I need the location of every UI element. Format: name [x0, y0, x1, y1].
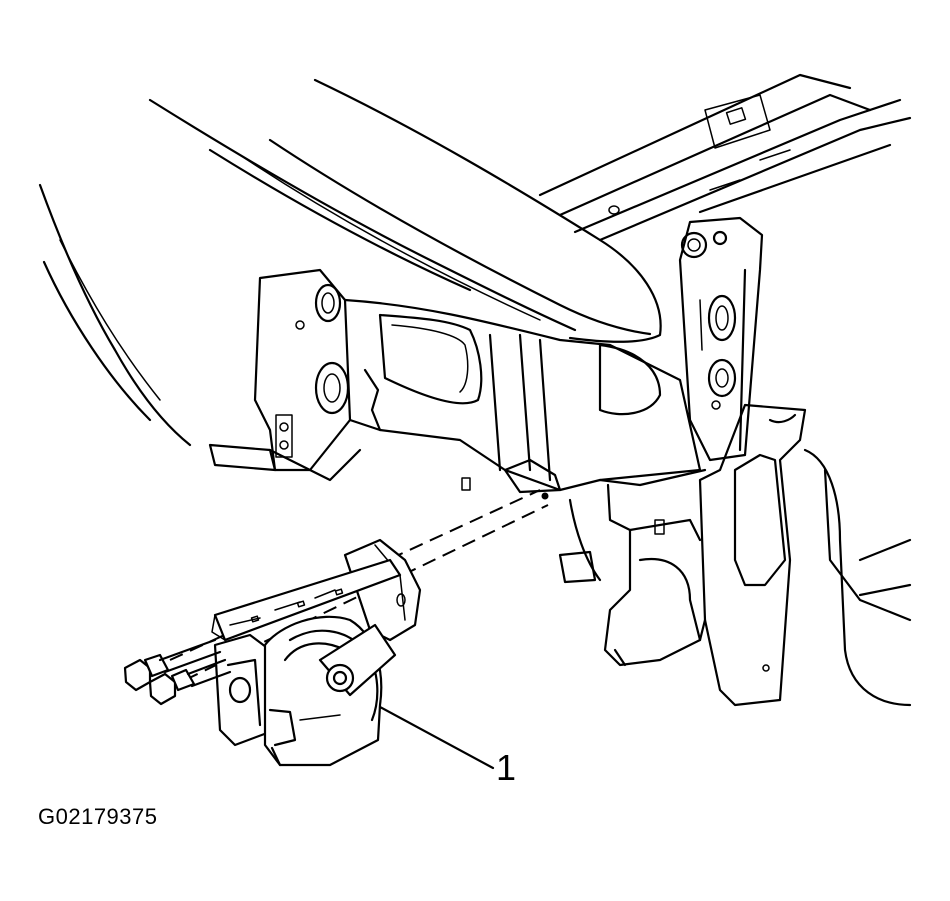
horn [213, 615, 397, 767]
right-lower-bracket [698, 403, 912, 707]
apron-left-bracket [208, 268, 362, 482]
horn-bolts [123, 638, 232, 706]
callout-1-label: 1 [496, 747, 517, 788]
right-pillar [678, 216, 764, 462]
fender [38, 98, 577, 447]
radiator-support-panel [343, 298, 702, 500]
lower-frame [558, 468, 707, 667]
upper-rail [538, 73, 912, 242]
horn-bracket [211, 538, 422, 642]
hood [239, 78, 662, 343]
figure-code: G02179375 [38, 804, 158, 829]
lower-bolt [148, 658, 232, 706]
callout-1-leader [378, 705, 495, 770]
upper-bolt [123, 638, 222, 692]
